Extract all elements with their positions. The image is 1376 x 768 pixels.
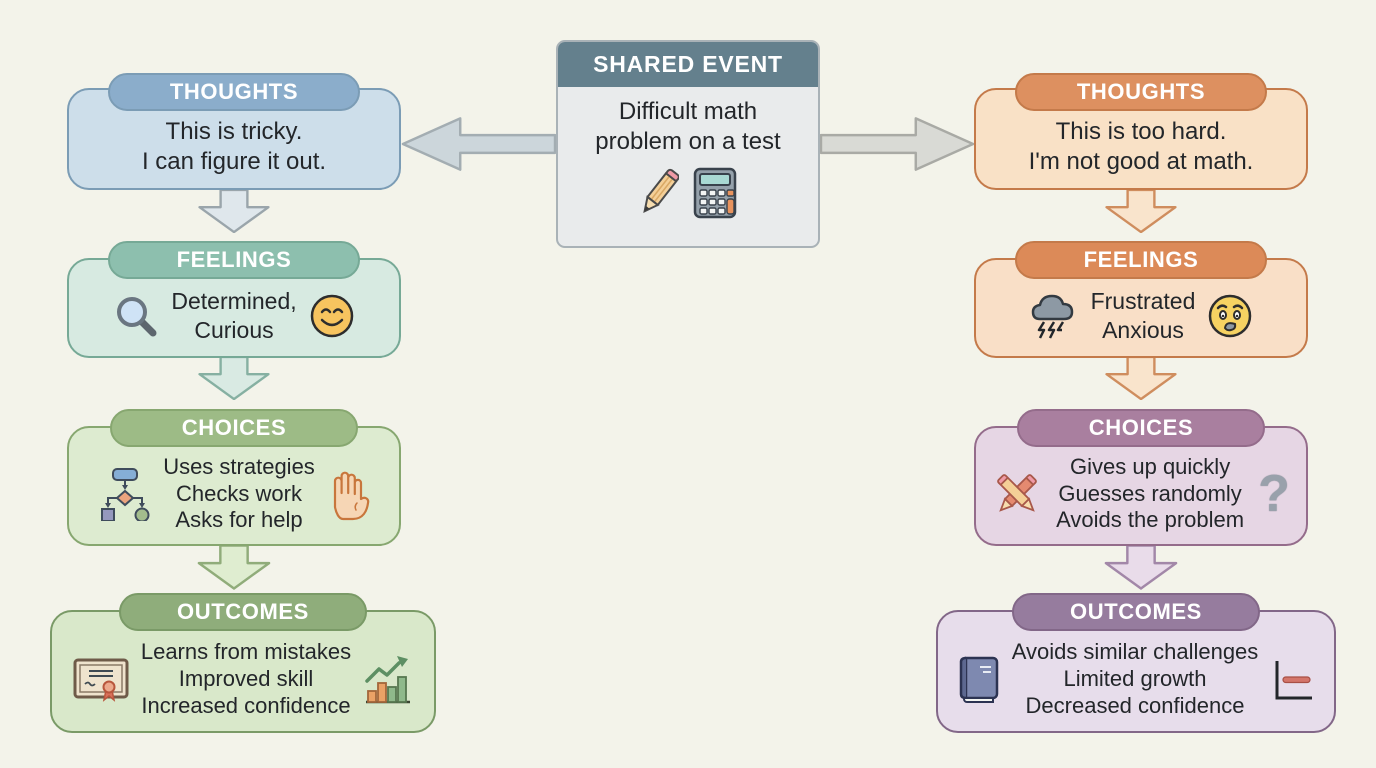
arrow-left-thoughts-to-feelings	[198, 189, 270, 233]
smiley-face-icon	[310, 294, 353, 338]
arrow-right-feelings-to-choices	[1105, 356, 1177, 400]
anxious-face-icon	[1209, 294, 1252, 338]
left-thoughts-line2: I can figure it out.	[141, 148, 327, 175]
right-outcomes-line1: Avoids similar challenges	[1011, 639, 1259, 665]
flowchart-icon	[101, 468, 150, 521]
arrow-right-thoughts-to-feelings	[1105, 189, 1177, 233]
shared-event-line2: problem on a test	[595, 128, 781, 155]
left-thoughts-line1: This is tricky.	[165, 118, 303, 145]
book-icon	[959, 656, 998, 703]
arrow-left-feelings-to-choices	[198, 356, 270, 400]
flat-line-chart-icon	[1275, 660, 1313, 699]
right-choices-title: CHOICES	[1088, 415, 1194, 440]
left-choices-line3: Asks for help	[175, 507, 303, 533]
crossed-pencils-icon	[997, 474, 1038, 512]
left-thoughts-header: THOUGHTS	[108, 73, 360, 111]
shared-event-title: SHARED EVENT	[593, 51, 783, 77]
storm-cloud-icon	[1031, 294, 1073, 339]
left-choices-line1: Uses strategies	[163, 453, 315, 479]
left-feelings-header: FEELINGS	[108, 241, 360, 279]
right-outcomes-title: OUTCOMES	[1070, 599, 1202, 624]
right-feelings-header: FEELINGS	[1015, 241, 1267, 279]
left-feelings-line2: Curious	[194, 317, 274, 343]
left-choices-line2: Checks work	[176, 480, 302, 506]
raised-hand-icon	[333, 471, 370, 521]
right-choices-header: CHOICES	[1017, 409, 1265, 447]
right-feelings-title: FEELINGS	[1083, 247, 1199, 272]
right-thoughts-line2: I'm not good at math.	[1028, 148, 1254, 175]
left-thoughts-title: THOUGHTS	[169, 79, 299, 104]
right-thoughts-line1: This is too hard.	[1055, 118, 1227, 145]
magnifier-icon	[117, 297, 157, 337]
left-choices-title: CHOICES	[181, 415, 287, 440]
certificate-icon	[73, 658, 129, 702]
arrow-left-choices-to-outcomes	[197, 544, 271, 590]
right-feelings-line1: Frustrated	[1090, 288, 1196, 315]
right-choices-line2: Guesses randomly	[1058, 480, 1242, 506]
right-thoughts-header: THOUGHTS	[1015, 73, 1267, 111]
right-feelings-line2: Anxious	[1102, 317, 1184, 343]
pencil-icon	[643, 168, 679, 213]
calculator-icon	[693, 167, 737, 219]
shared-event-header: SHARED EVENT	[558, 42, 818, 87]
right-choices-line1: Gives up quickly	[1070, 453, 1231, 479]
right-thoughts-title: THOUGHTS	[1076, 79, 1206, 104]
arrow-to-left-path	[401, 117, 557, 171]
shared-event-box: SHARED EVENT Difficult math problem on a…	[556, 40, 820, 248]
right-outcomes-line2: Limited growth	[1063, 666, 1207, 692]
right-choices-line3: Avoids the problem	[1056, 507, 1245, 533]
left-feelings-line1: Determined,	[171, 288, 297, 315]
arrow-right-choices-to-outcomes	[1104, 544, 1178, 590]
shared-event-body: Difficult math problem on a test	[558, 87, 818, 219]
right-outcomes-line3: Decreased confidence	[1025, 692, 1245, 718]
left-feelings-title: FEELINGS	[176, 247, 292, 272]
arrow-to-right-path	[819, 117, 975, 171]
question-mark-icon: ?	[1258, 465, 1290, 523]
left-outcomes-header: OUTCOMES	[119, 593, 367, 631]
growth-chart-icon	[365, 655, 411, 703]
left-outcomes-line2: Improved skill	[178, 666, 314, 692]
right-outcomes-header: OUTCOMES	[1012, 593, 1260, 631]
left-outcomes-title: OUTCOMES	[177, 599, 309, 624]
left-choices-header: CHOICES	[110, 409, 358, 447]
left-outcomes-line3: Increased confidence	[141, 692, 351, 718]
shared-event-line1: Difficult math	[618, 98, 758, 125]
left-outcomes-line1: Learns from mistakes	[140, 639, 352, 665]
